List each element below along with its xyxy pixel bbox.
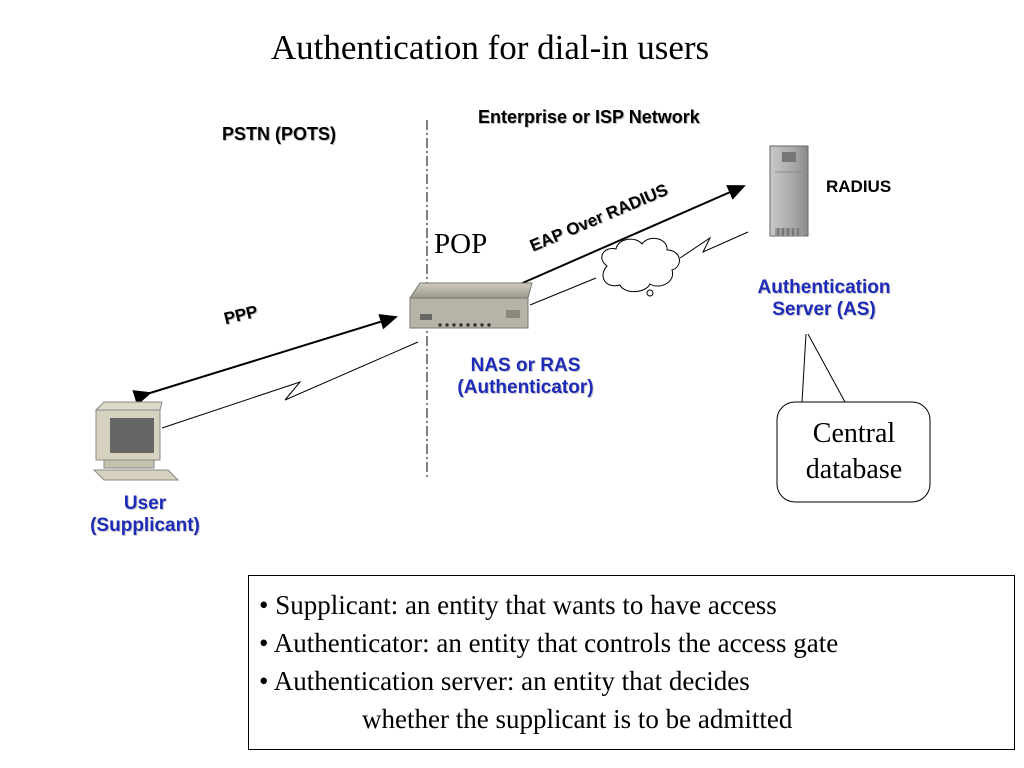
ppp-arrow xyxy=(132,314,398,406)
definition-authenticator: • Authenticator: an entity that controls… xyxy=(259,628,839,658)
nas-label: NAS or RAS (Authenticator) xyxy=(438,355,613,399)
definitions-list: • Supplicant: an entity that wants to ha… xyxy=(249,576,1014,738)
callout-pointer xyxy=(801,333,846,403)
pstn-zone-label: PSTN (POTS) xyxy=(222,124,337,144)
nas-device-icon xyxy=(409,282,533,329)
slide-title: Authentication for dial-in users xyxy=(270,28,710,67)
definitions-box: • Supplicant: an entity that wants to ha… xyxy=(248,575,1015,750)
network-cloud-icon xyxy=(601,237,680,297)
wan-link-right xyxy=(679,231,749,259)
user-label-line2: (Supplicant) xyxy=(90,515,200,536)
nas-label-line1: NAS or RAS xyxy=(470,355,581,376)
nas-label-line2: (Authenticator) xyxy=(457,377,594,398)
eap-radius-arrow xyxy=(500,185,746,299)
central-database-callout: Central database xyxy=(778,416,930,488)
user-computer-icon xyxy=(92,401,180,481)
callout-line2: database xyxy=(805,454,903,485)
auth-server-label-line2: Server (AS) xyxy=(772,299,876,320)
radius-server-icon xyxy=(769,145,809,237)
user-label: User (Supplicant) xyxy=(70,493,220,537)
definition-auth-server: • Authentication server: an entity that … xyxy=(259,666,750,696)
pop-label: POP xyxy=(434,228,488,260)
definition-supplicant: • Supplicant: an entity that wants to ha… xyxy=(259,590,777,620)
enterprise-zone-label: Enterprise or ISP Network xyxy=(478,107,700,127)
pstn-dialup-link xyxy=(161,341,419,429)
wan-link xyxy=(529,277,597,306)
definition-auth-server-continued: whether the supplicant is to be admitted xyxy=(362,704,793,734)
user-label-line1: User xyxy=(123,493,167,514)
auth-server-label-line1: Authentication xyxy=(757,277,891,298)
auth-server-label: Authentication Server (AS) xyxy=(740,277,908,321)
callout-line1: Central xyxy=(812,418,896,449)
central-database-callout-box xyxy=(776,401,931,503)
radius-label: RADIUS xyxy=(826,177,892,196)
